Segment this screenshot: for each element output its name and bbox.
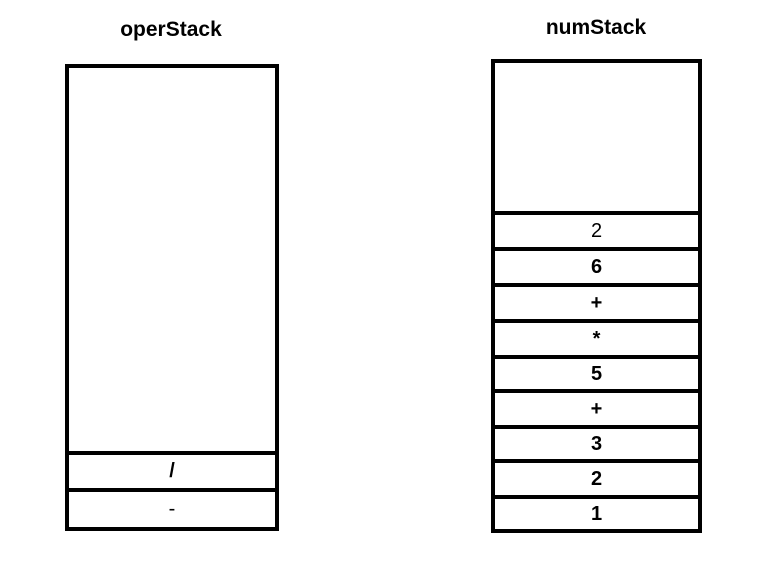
num-stack-cell: + [495, 389, 698, 425]
num-stack-cell: 5 [495, 355, 698, 389]
oper-stack-title: operStack [120, 18, 222, 41]
num-stack-cell: 1 [495, 495, 698, 529]
oper-stack-container: / - [65, 64, 279, 531]
num-stack-cell: 3 [495, 425, 698, 459]
num-stack-title: numStack [545, 16, 647, 39]
num-stack-cell: 2 [495, 459, 698, 495]
oper-stack-cell: / [69, 451, 275, 488]
num-stack-cell: * [495, 319, 698, 355]
oper-stack-cell: - [69, 488, 275, 527]
num-stack-cell: + [495, 283, 698, 319]
num-stack-container: 2 6 + * 5 + 3 2 1 [491, 59, 702, 533]
num-stack-cell: 2 [495, 211, 698, 247]
num-stack-cell: 6 [495, 247, 698, 283]
